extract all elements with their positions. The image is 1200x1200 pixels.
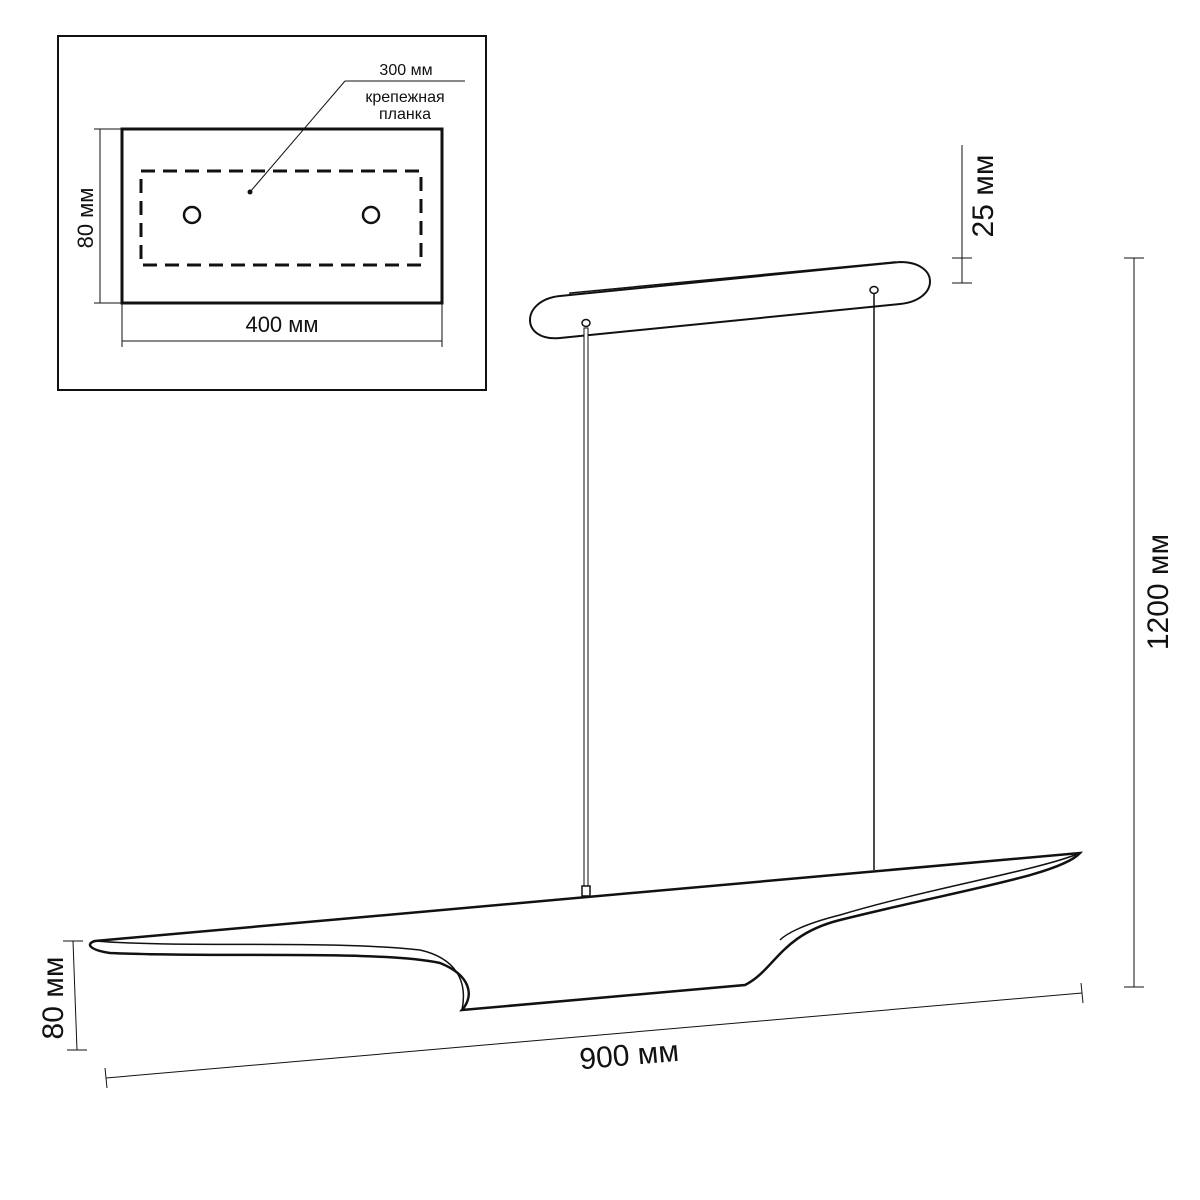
length-dim-line — [105, 992, 1083, 1079]
total-height-dimension: 1200 мм — [1124, 257, 1175, 988]
ceiling-canopy — [529, 260, 931, 340]
cable-left — [583, 327, 589, 889]
mounting-bracket-dashed — [139, 169, 423, 267]
cable-left-clamp — [581, 885, 591, 897]
shade-inner-fold-left — [94, 940, 465, 1011]
label-plate-width: 400 мм — [245, 312, 318, 337]
canopy-screw-left — [581, 318, 591, 328]
label-canopy-height: 25 мм — [967, 155, 1000, 238]
suspension-cables — [581, 294, 875, 897]
label-bracket-line1: крепежная — [365, 89, 444, 106]
shade-height-dimension: 80 мм — [37, 940, 87, 1051]
lamp-shade — [88, 851, 1084, 1012]
mounting-hole-right — [361, 205, 381, 225]
canopy-screw-right — [869, 285, 879, 295]
shade-dim-vertical — [72, 940, 78, 1051]
mounting-hole-left — [182, 205, 202, 225]
label-bracket-length: 300 мм — [379, 62, 432, 79]
length-dim-tick-left — [104, 1067, 108, 1089]
label-length: 900 мм — [578, 1035, 680, 1077]
label-shade-height: 80 мм — [37, 957, 70, 1040]
plate-outline — [120, 127, 444, 305]
label-plate-height: 80 мм — [73, 188, 98, 249]
leader-line — [249, 80, 346, 193]
shade-outline — [88, 851, 1084, 1012]
length-dim-tick-right — [1080, 982, 1084, 1004]
shade-inner-fold-right — [779, 852, 1081, 941]
canopy-body — [529, 260, 931, 340]
canopy-height-dimension: 25 мм — [952, 145, 1000, 284]
label-bracket-line2: планка — [379, 106, 431, 123]
label-total-height: 1200 мм — [1142, 534, 1175, 650]
inset-panel: 300 мм крепежная планка 80 мм 400 мм — [57, 35, 487, 391]
